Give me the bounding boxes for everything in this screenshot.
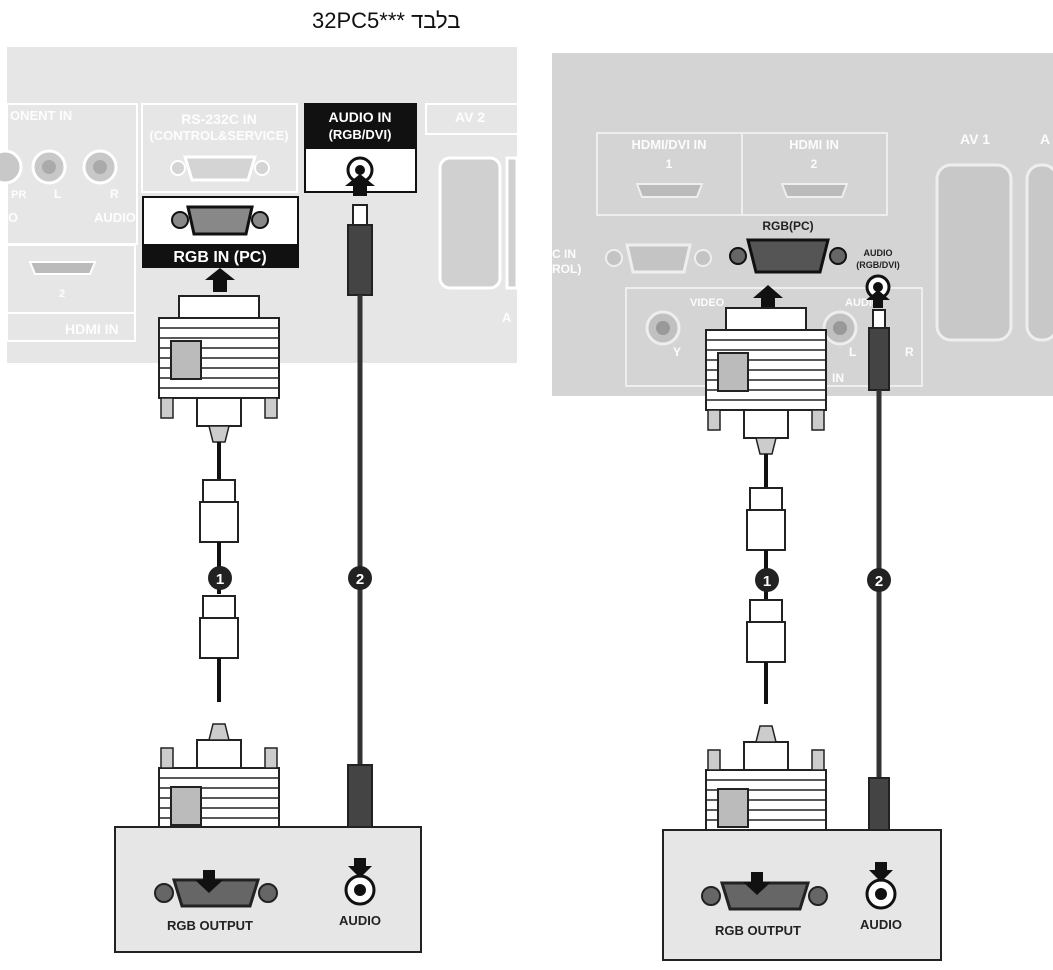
left-rgb-in-header bbox=[143, 244, 298, 267]
right-rgb-arrow bbox=[753, 285, 783, 310]
right-rgb-cable bbox=[705, 307, 827, 873]
right-c-in-label: C IN bbox=[552, 247, 576, 261]
left-audio-in-sub: (RGB/DVI) bbox=[329, 127, 392, 142]
left-rgb-in-port bbox=[186, 205, 254, 236]
right-hdmi-label: HDMI IN bbox=[789, 137, 839, 152]
right-y-label: Y bbox=[673, 345, 681, 359]
left-r-label: R bbox=[110, 187, 119, 201]
left-audio-in-label: AUDIO IN bbox=[329, 109, 392, 125]
left-hdmi-port bbox=[28, 261, 97, 275]
right-rgb-output-port bbox=[719, 881, 811, 911]
right-rgb-output-label: RGB OUTPUT bbox=[715, 923, 801, 938]
right-rol-label: ROL) bbox=[552, 262, 581, 276]
right-rs232c-port bbox=[625, 243, 692, 274]
left-rgb-output-port bbox=[171, 878, 261, 908]
right-audio-arrow-up bbox=[866, 290, 890, 308]
right-hdmi-2-port bbox=[780, 183, 849, 198]
right-audio-sub: (RGB/DVI) bbox=[856, 260, 900, 270]
right-hdmi-num: 2 bbox=[811, 157, 818, 171]
left-rs232c-port bbox=[182, 155, 258, 182]
left-rgb-output-label: RGB OUTPUT bbox=[167, 918, 253, 933]
right-r-label: R bbox=[905, 345, 914, 359]
right-scart-port bbox=[935, 163, 1013, 342]
right-audio-out-label: AUDIO bbox=[860, 917, 902, 932]
right-rgb-pc-label: RGB(PC) bbox=[762, 219, 813, 233]
right-step-1: 1 bbox=[763, 573, 771, 590]
left-audio-arrow-up bbox=[345, 174, 375, 196]
left-hdmi-num: 2 bbox=[59, 288, 65, 300]
left-component-label: ONENT IN bbox=[10, 108, 72, 123]
right-rgb-pc-port bbox=[746, 238, 830, 274]
left-rs232c-label: RS-232C IN bbox=[181, 111, 256, 127]
left-step-1: 1 bbox=[216, 571, 224, 588]
right-video-label: VIDEO bbox=[690, 297, 725, 309]
left-hdmi-label: HDMI IN bbox=[65, 321, 119, 337]
left-diagram: ONENT IN PR L R O AUDIO 2 HDMI IN RS-232… bbox=[0, 47, 519, 953]
right-hdmi-1-port bbox=[635, 183, 704, 198]
right-step-2: 2 bbox=[875, 573, 883, 590]
right-av-partial: A bbox=[1040, 131, 1050, 147]
right-hdmi-dvi-num: 1 bbox=[666, 157, 673, 171]
right-l-label: L bbox=[849, 345, 856, 359]
right-in-label: IN bbox=[832, 371, 844, 385]
left-rgb-cable bbox=[158, 295, 280, 871]
left-audio-in-header bbox=[305, 104, 416, 149]
left-av-partial: A bbox=[502, 310, 512, 325]
right-av1-label: AV 1 bbox=[960, 131, 990, 147]
right-step-1-badge bbox=[755, 568, 779, 592]
left-step-1-badge bbox=[208, 566, 232, 590]
right-audio-label: AUDIO bbox=[864, 248, 893, 258]
left-step-2: 2 bbox=[356, 571, 364, 588]
left-pr-label: PR bbox=[11, 189, 26, 201]
left-rs232c-sub: (CONTROL&SERVICE) bbox=[149, 128, 288, 143]
right-hdmi-dvi-label: HDMI/DVI IN bbox=[631, 137, 706, 152]
left-rgb-arrow bbox=[205, 268, 235, 292]
left-l-label: L bbox=[54, 187, 61, 201]
left-scart-port bbox=[438, 156, 502, 290]
left-o-partial: O bbox=[8, 210, 18, 225]
left-audio-label: AUDIO bbox=[94, 210, 136, 225]
left-av2-label: AV 2 bbox=[455, 109, 485, 125]
right-diagram: HDMI/DVI IN 1 HDMI IN 2 AV 1 A C IN ROL)… bbox=[552, 53, 1053, 961]
left-step-2-badge bbox=[348, 566, 372, 590]
caption: 32PC5*** בלבד bbox=[312, 8, 461, 33]
left-audio-out-label: AUDIO bbox=[339, 913, 381, 928]
right-step-2-badge bbox=[867, 568, 891, 592]
left-rgb-in-label: RGB IN (PC) bbox=[173, 249, 266, 266]
